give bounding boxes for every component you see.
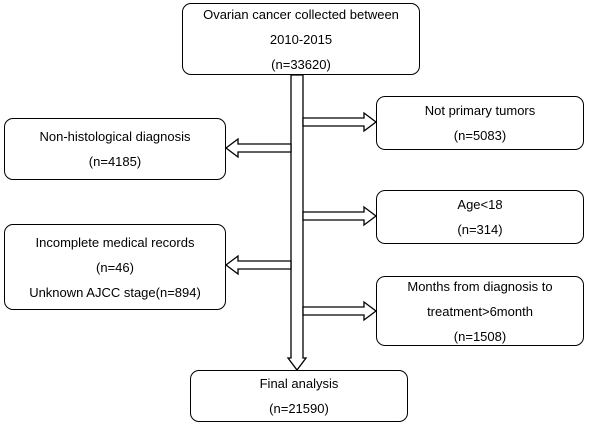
exclusion-treatment-delay-count: (n=1508) <box>453 328 507 344</box>
exclusion-treatment-delay-line2: treatment>6month <box>427 303 533 319</box>
final-analysis-box: Final analysis (n=21590) <box>190 370 408 422</box>
exclusion-not-primary-count: (n=5083) <box>453 128 507 143</box>
exclusion-treatment-delay-box: Months from diagnosis to treatment>6mont… <box>376 276 584 346</box>
arrow-to-incomplete <box>224 254 292 276</box>
exclusion-age-box: Age<18 (n=314) <box>376 190 584 244</box>
exclusion-incomplete-count: (n=46) <box>96 259 134 275</box>
exclusion-incomplete-label: Incomplete medical records <box>35 234 195 250</box>
final-analysis-count: (n=21590) <box>269 401 329 416</box>
exclusion-incomplete-box: Incomplete medical records (n=46) Unknow… <box>4 224 226 310</box>
exclusion-nonhistological-box: Non-histological diagnosis (n=4185) <box>4 118 226 180</box>
exclusion-nonhistological-label: Non-histological diagnosis <box>39 129 191 144</box>
exclusion-unknown-stage-label: Unknown AJCC stage(n=894) <box>29 284 201 300</box>
exclusion-not-primary-label: Not primary tumors <box>424 103 536 118</box>
exclusion-nonhistological-count: (n=4185) <box>88 154 142 169</box>
arrow-to-months <box>302 300 378 322</box>
arrow-to-not-primary <box>302 111 378 133</box>
exclusion-age-count: (n=314) <box>457 222 503 237</box>
exclusion-age-label: Age<18 <box>457 197 503 212</box>
initial-cohort-line1: Ovarian cancer collected between <box>203 6 399 22</box>
arrow-to-age <box>302 205 378 227</box>
initial-cohort-line2: 2010-2015 <box>269 31 333 47</box>
exclusion-not-primary-box: Not primary tumors (n=5083) <box>376 96 584 150</box>
exclusion-treatment-delay-line1: Months from diagnosis to <box>407 278 553 294</box>
arrow-to-nonhistological <box>224 137 292 159</box>
initial-cohort-count: (n=33620) <box>271 56 331 72</box>
final-analysis-label: Final analysis <box>259 376 339 391</box>
initial-cohort-box: Ovarian cancer collected between 2010-20… <box>182 3 420 75</box>
